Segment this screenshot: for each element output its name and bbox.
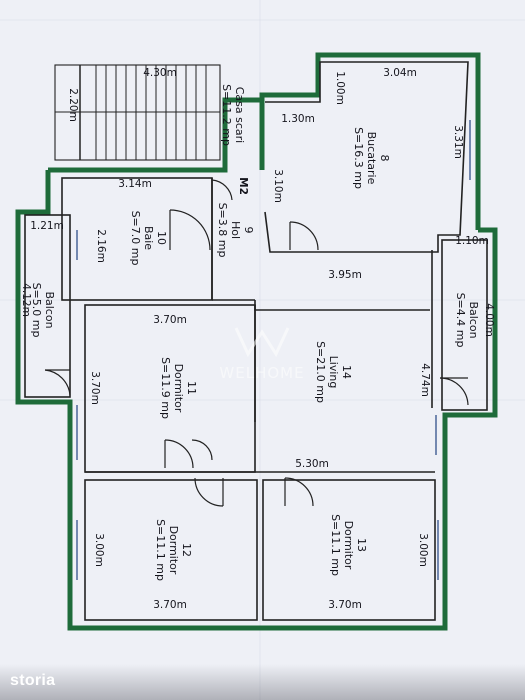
room-area: S=21.0 mp (314, 341, 327, 403)
room-area: S=11.1 mp (154, 519, 167, 581)
room-label-balcon-right: Balcon S=4.4 mp (454, 293, 480, 348)
dimension-label: 1.21m (30, 220, 64, 232)
dimension-label: 1.00m (334, 71, 346, 105)
room-label-dormitor-12: 12 Dormitor S=11.1 mp (154, 519, 193, 581)
room-label-living: 14 Living S=21.0 mp (314, 341, 353, 403)
room-number: 12 (180, 543, 193, 557)
room-label-casa-scari: Casa scari S=11.2 mp (220, 84, 246, 146)
room-name: Living (327, 356, 340, 389)
room-name: Bucatarie (365, 132, 378, 185)
dimension-label: 1.10m (455, 235, 489, 247)
dimension-label: 4.30m (143, 67, 177, 79)
room-area: S=5.0 mp (30, 283, 43, 338)
room-label-balcon-left: Balcon S=5.0 mp (30, 283, 56, 338)
dimension-label: 3.95m (328, 269, 362, 281)
dimension-label: 3.70m (328, 599, 362, 611)
room-name: Casa scari (233, 87, 246, 144)
watermark-text: WELHOME (219, 364, 304, 382)
dimension-label: 1.30m (281, 113, 315, 125)
room-number: 8 (378, 155, 391, 162)
room-name: Dormitor (167, 526, 180, 575)
dimension-label: 3.14m (118, 178, 152, 190)
room-number: 10 (155, 231, 168, 245)
room-area: S=11.9 mp (159, 357, 172, 419)
room-name: Baie (142, 226, 155, 250)
dimension-label: 2.16m (95, 229, 107, 263)
room-labels: Casa scari S=11.2 mp 8 Bucatarie S=16.3 … (30, 84, 480, 581)
dimension-label: 3.70m (153, 314, 187, 326)
dimension-label: 3.00m (417, 533, 429, 567)
dimension-label: 4.74m (419, 363, 431, 397)
dimension-label: 3.70m (89, 371, 101, 405)
dimension-label: 3.00m (93, 533, 105, 567)
room-number: 9 (242, 227, 255, 234)
room-number: 13 (355, 538, 368, 552)
room-area: S=11.2 mp (220, 84, 233, 146)
room-area: S=4.4 mp (454, 293, 467, 348)
room-area: S=7.0 mp (129, 211, 142, 266)
room-label-bucatarie: 8 Bucatarie S=16.3 mp (352, 127, 391, 189)
room-area: S=3.8 mp (216, 203, 229, 258)
dimension-labels: 4.30m 2.20m 1.00m 3.04m 1.30m 3.31m 3.10… (20, 67, 495, 611)
room-name: Dormitor (172, 364, 185, 413)
dimension-label: 3.31m (452, 125, 464, 159)
room-name: Dormitor (342, 521, 355, 570)
room-area: S=11.1 mp (329, 514, 342, 576)
interior-walls (24, 61, 488, 621)
dimension-label: 3.04m (383, 67, 417, 79)
room-label-dormitor-11: 11 Dormitor S=11.9 mp (159, 357, 198, 419)
welhome-logo-icon (234, 327, 290, 358)
room-number: 14 (340, 365, 353, 379)
dimension-label: 3.10m (272, 169, 284, 203)
room-name: Balcon (467, 301, 480, 338)
room-label-dormitor-13: 13 Dormitor S=11.1 mp (329, 514, 368, 576)
room-number: 11 (185, 381, 198, 395)
doors (44, 179, 469, 507)
dimension-label: 4.12m (20, 283, 32, 317)
door-tag: M2 (237, 177, 249, 195)
dimension-label: 5.30m (295, 458, 329, 470)
dimension-label: 3.70m (153, 599, 187, 611)
watermark: WELHOME (219, 327, 304, 382)
exterior-walls (15, 52, 498, 631)
room-label-hol: 9 Hol S=3.8 mp (216, 203, 255, 258)
room-name: Balcon (43, 291, 56, 328)
dimension-label: 4.00m (483, 303, 495, 337)
room-label-baie: 10 Baie S=7.0 mp (129, 211, 168, 266)
brand-logo[interactable]: storia (10, 672, 56, 689)
staircase (54, 64, 221, 161)
room-area: S=16.3 mp (352, 127, 365, 189)
room-name: Hol (229, 221, 242, 239)
dimension-label: 2.20m (67, 88, 79, 122)
bottom-gradient-band (0, 664, 525, 700)
windows (76, 120, 471, 580)
